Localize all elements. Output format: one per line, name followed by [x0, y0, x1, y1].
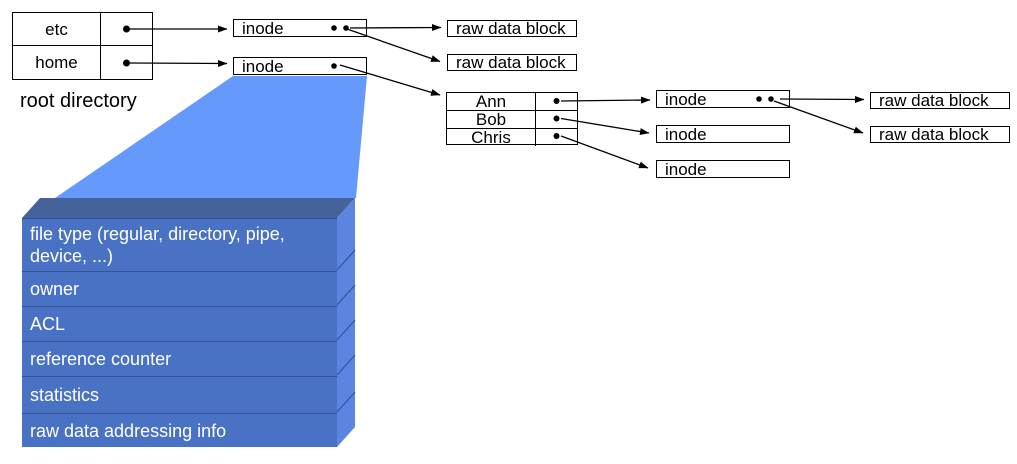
inode-box-etc: inode [233, 19, 367, 37]
raw-data-block-label: raw data block [456, 19, 566, 38]
inode-box-home: inode [233, 57, 367, 75]
inode-label: inode [665, 124, 707, 144]
stack-row-file-type: file type (regular, directory, pipe, dev… [22, 219, 337, 271]
raw-data-block-4: raw data block [870, 126, 1010, 143]
stack-row-statistics: statistics [22, 376, 337, 413]
dir-entry-etc: etc [13, 13, 101, 46]
stack-top-face [22, 198, 355, 218]
stack-side-divider-lines [336, 249, 356, 413]
root-directory-table: etc home [12, 12, 153, 80]
raw-data-block-3: raw data block [870, 92, 1010, 109]
inode-label: inode [242, 56, 284, 76]
pointer-cell-etc [101, 13, 152, 46]
dir-entry-chris: Chris [447, 129, 536, 146]
stack-row-acl: ACL [22, 306, 337, 341]
stack-row-raw-data-addressing: raw data addressing info [22, 413, 337, 448]
raw-data-block-2: raw data block [447, 54, 577, 71]
raw-data-block-label: raw data block [879, 125, 989, 144]
stack-row-label: file type (regular, directory, pipe, dev… [30, 223, 285, 267]
stack-row-label: raw data addressing info [30, 420, 227, 441]
dir-entry-label: Bob [475, 110, 507, 129]
raw-data-block-label: raw data block [456, 53, 566, 72]
raw-data-block-label: raw data block [879, 91, 989, 110]
pointer-cell-bob [536, 111, 577, 129]
inode-label: inode [665, 159, 707, 179]
stack-row-reference-counter: reference counter [22, 341, 337, 376]
pointer-cell-home [101, 46, 152, 79]
dir-entry-label: Ann [475, 92, 507, 111]
root-directory-caption: root directory [20, 90, 137, 112]
arrow-inode-to-rawblock-3 [779, 95, 865, 103]
inode-structure-stack: file type (regular, directory, pipe, dev… [22, 218, 337, 447]
pointer-cell-chris [536, 129, 577, 146]
dir-entry-bob: Bob [447, 111, 536, 129]
stack-row-label: statistics [30, 384, 100, 405]
dir-entry-home: home [13, 46, 101, 79]
dir-entry-label: Chris [471, 128, 511, 147]
home-directory-table: Ann Bob Chris [446, 92, 578, 146]
stack-row-label: reference counter [30, 348, 172, 369]
inode-label: inode [242, 18, 284, 38]
stack-row-label: ACL [30, 313, 66, 334]
stack-row-owner: owner [22, 271, 337, 306]
inode-box-chris: inode [656, 160, 790, 178]
inode-box-bob: inode [656, 125, 790, 143]
dir-entry-label: home [35, 53, 78, 72]
raw-data-block-1: raw data block [447, 20, 577, 37]
inode-box-ann: inode [656, 90, 790, 108]
stack-side-face [337, 198, 355, 447]
stack-row-label: owner [30, 278, 80, 299]
pointer-cell-ann [536, 93, 577, 111]
dir-entry-label: etc [45, 19, 68, 39]
inode-label: inode [665, 89, 707, 109]
dir-entry-ann: Ann [447, 93, 536, 111]
